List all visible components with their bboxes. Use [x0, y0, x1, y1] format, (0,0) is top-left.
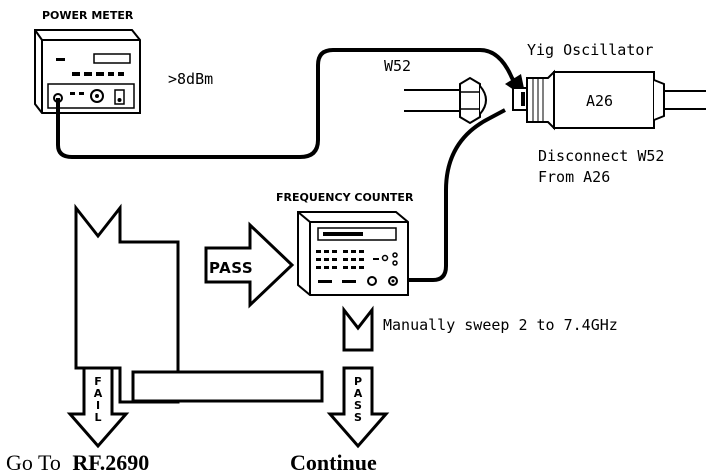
w52-cable: W52: [384, 57, 487, 125]
fail-letter-4: L: [94, 411, 101, 424]
pass-letter-2: A: [354, 387, 363, 400]
power-meter: POWER METER: [34, 9, 141, 114]
counter-title: FREQUENCY COUNTER: [276, 191, 414, 204]
continue-link[interactable]: Continue: [290, 450, 377, 475]
pass-letter-3: S: [354, 399, 362, 412]
pass-arrow-label: PASS: [209, 259, 253, 277]
pass-arrow-down: [326, 366, 390, 449]
power-level-label: >8dBm: [168, 70, 213, 88]
frequency-counter: FREQUENCY COUNTER: [276, 191, 414, 296]
goto-target: RF.2690: [72, 450, 149, 475]
yig-oscillator: Yig Oscillator A26: [512, 41, 706, 131]
pass-arrow-right: [204, 221, 295, 309]
separator-bar: [131, 370, 324, 403]
goto-prefix: Go To: [6, 450, 61, 475]
disconnect-instruction-line1: Disconnect W52: [538, 147, 664, 165]
sweep-instruction: Manually sweep 2 to 7.4GHz: [383, 316, 618, 334]
counter-cable: [408, 108, 506, 282]
pass-letter-4: S: [354, 411, 362, 424]
goto-link[interactable]: Go To RF.2690: [6, 450, 149, 475]
pass-letter-1: P: [354, 375, 362, 388]
oscillator-title: Yig Oscillator: [527, 41, 653, 59]
fail-letter-1: F: [94, 375, 102, 388]
disconnect-instruction-line2: From A26: [538, 168, 610, 186]
fail-letter-2: A: [94, 387, 103, 400]
power-meter-title: POWER METER: [42, 9, 134, 22]
fail-arrow-down: [66, 366, 130, 449]
w52-label: W52: [384, 57, 411, 75]
oscillator-ref-label: A26: [586, 92, 613, 110]
power-meter-cable: [56, 48, 522, 159]
sweep-chevron-icon: [342, 305, 374, 352]
fail-letter-3: I: [96, 399, 100, 412]
